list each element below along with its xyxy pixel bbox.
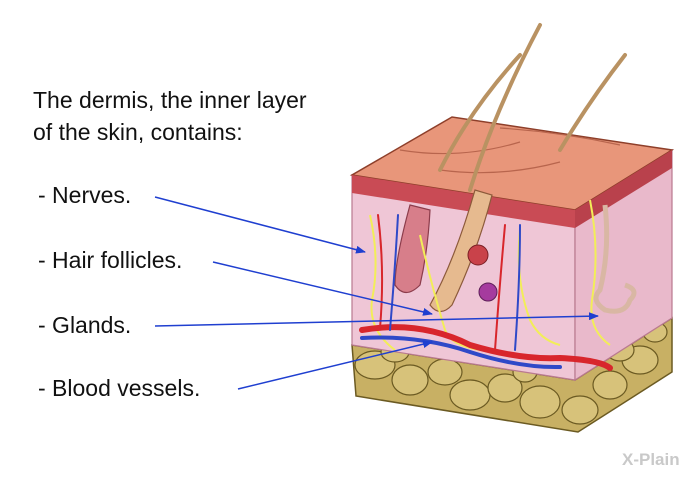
pointer-nerves <box>154 196 366 254</box>
epidermis-layer <box>349 116 675 228</box>
label-glands: - Glands. <box>38 312 132 338</box>
intro-line-2: of the skin, contains: <box>33 119 243 145</box>
pointer-blood-vessels <box>237 340 433 390</box>
pointer-lines <box>154 196 599 390</box>
sweat-gland <box>593 204 637 314</box>
label-hair-follicles: - Hair follicles. <box>38 247 183 273</box>
pointer-glands <box>154 312 599 327</box>
blood-vessels <box>359 214 613 371</box>
intro-text: The dermis, the inner layer of the skin,… <box>33 84 307 148</box>
hair-follicle <box>394 189 498 313</box>
hairs <box>438 23 627 192</box>
x-plain-logo: X-Plain <box>622 450 680 469</box>
intro-line-1: The dermis, the inner layer <box>33 87 307 113</box>
label-nerves: - Nerves. <box>38 182 132 208</box>
label-blood-vessels: - Blood vessels. <box>38 375 201 401</box>
pointer-hair-follicles <box>212 261 433 316</box>
